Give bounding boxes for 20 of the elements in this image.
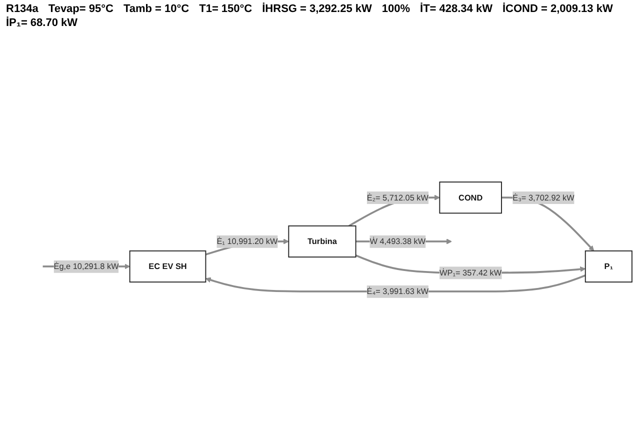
flow-note: İHRSG = 3,292.25 kW bbox=[262, 3, 372, 15]
edge-label: Ėg,e 10,291.8 kW bbox=[54, 261, 119, 271]
flow-note: İCOND = 2,009.13 kW bbox=[502, 3, 613, 15]
flow-note: Tamb = 10°C bbox=[123, 3, 190, 15]
node-box: EC EV SH bbox=[129, 250, 206, 282]
edge-label: Ė₁ 10,991.20 kW bbox=[216, 236, 278, 246]
flow-note: 100% bbox=[382, 3, 410, 15]
edge-label: Ẇ 4,493.38 kW bbox=[370, 236, 426, 246]
flow-note: T1= 150°C bbox=[199, 3, 252, 15]
edge-label: Ė₂= 5,712.05 kW bbox=[366, 192, 428, 202]
node-box: COND bbox=[439, 181, 502, 214]
flow-note: R134a bbox=[6, 3, 38, 15]
edge-label: Ė₃= 3,702.92 kW bbox=[512, 192, 574, 202]
flow-note: İP₁= 68.70 kW bbox=[6, 17, 78, 29]
flow-note: İT= 428.34 kW bbox=[420, 3, 492, 15]
node-box: P₁ bbox=[584, 250, 632, 282]
node-box: Turbina bbox=[288, 225, 356, 258]
flow-note: Tevap= 95°C bbox=[48, 3, 114, 15]
edge-label: ẆP₁= 357.42 kW bbox=[440, 268, 502, 277]
edge-label: Ė₄= 3,991.63 kW bbox=[366, 286, 429, 296]
